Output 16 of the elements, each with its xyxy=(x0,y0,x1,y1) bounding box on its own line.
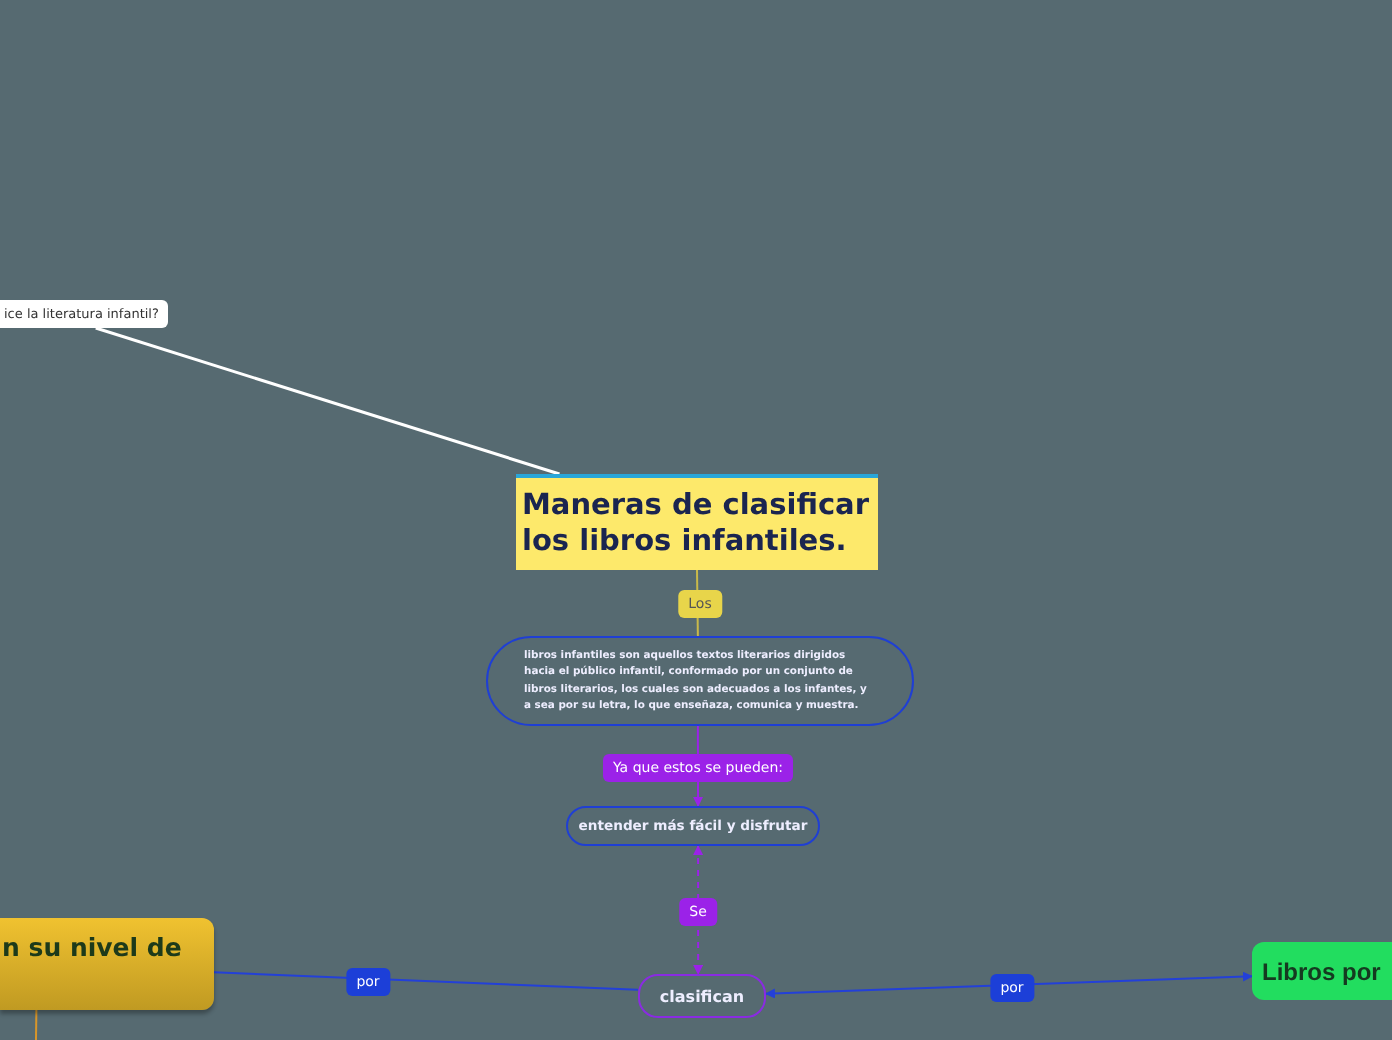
rounded-box xyxy=(566,806,820,846)
node-text: clasifican xyxy=(659,987,745,1005)
connector xyxy=(95,326,560,476)
rounded-box xyxy=(638,974,766,1018)
node-text: n su nivel de xyxy=(2,932,182,962)
connector xyxy=(213,971,639,991)
connector xyxy=(765,971,1253,999)
description-box xyxy=(486,636,914,726)
topic-box xyxy=(1252,942,1392,1000)
connector xyxy=(35,1009,38,1040)
topic-box xyxy=(0,918,214,1010)
topic-box xyxy=(0,300,168,328)
node-text: Libros por xyxy=(1262,957,1381,985)
connector xyxy=(693,845,704,975)
node-text: Maneras de clasificar los libros infantiles. xyxy=(522,487,871,561)
title-box xyxy=(516,474,878,570)
